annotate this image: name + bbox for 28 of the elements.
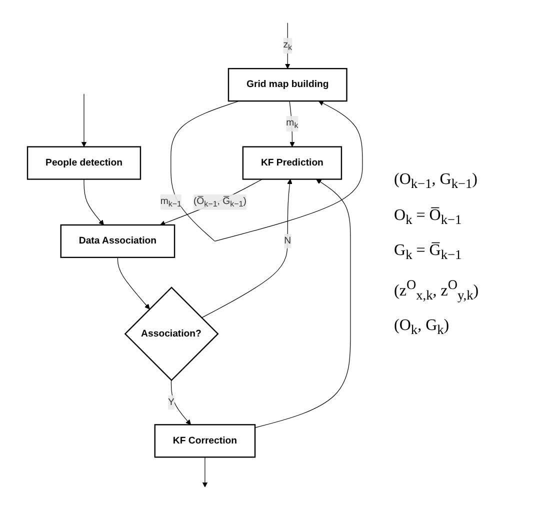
arrow [289,100,295,148]
variable-label: (z$^{O}$$_{x,k}$, z$^{O}$$_{y,k}$) [394,276,480,304]
variable-label: G$_{k}$ = G̅$_{k−1}$ [394,242,463,263]
variable-label: O$_{k}$ = O̅$_{k−1}$ [394,206,463,228]
edge-label: m$_{k−1}$ [160,196,182,208]
variable-label: (O$_{k}$, G$_{k}$) [394,317,450,339]
arrow [81,94,87,148]
variable-label: (O$_{k−1}$, G$_{k−1}$) [394,171,478,193]
edge-label: m$_{k}$ [286,118,298,130]
arrow [284,22,290,69]
node-box: KF Prediction [242,146,342,180]
arrow [201,178,292,318]
edge-label: Y [168,397,174,408]
arrow [170,380,191,425]
node-diamond: Association? [124,286,219,382]
arrow [160,178,263,226]
arrow [170,100,363,242]
node-box: Grid map building [228,68,348,102]
arrow [254,178,351,428]
node-box: People detection [26,146,142,180]
edge-label: N [284,236,292,246]
arrow [84,178,104,226]
node-box: Data Association [60,224,176,258]
node-box: KF Correction [154,424,256,458]
edge-label: z$_{k}$ [283,40,292,52]
arrow [117,257,150,310]
edge-label: (O̅$_{k−1}$, G̅$_{k−1}$) [193,196,246,208]
arrow [202,456,208,488]
